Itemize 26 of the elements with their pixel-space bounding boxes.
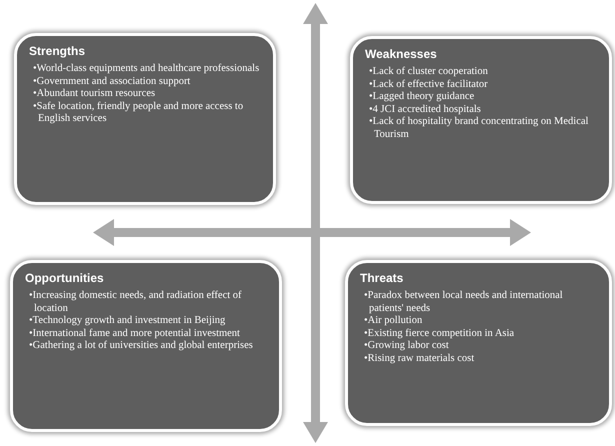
bullet-item: •Lagged theory guidance (369, 91, 476, 104)
quadrant-heading: Threats (360, 271, 404, 286)
bullet-item: •Government and association support (33, 76, 192, 88)
bullet-item: •Increasing domestic needs, and radiation effect of location (29, 290, 243, 315)
quadrant-box (345, 260, 612, 426)
bullet-item: •Abundant tourism resources (33, 88, 156, 100)
bullet-item: •Existing fierce competition in Asia (364, 328, 516, 340)
bullet-item: •Rising raw materials cost (364, 352, 476, 365)
quadrant-heading: Opportunities (25, 271, 105, 286)
bullet-item: •4 JCI accredited hospitals (369, 104, 482, 116)
bullet-item: •Growing labor cost (364, 340, 450, 352)
bullet-item: •Safe location, friendly people and more access to English services (33, 100, 244, 126)
quadrant-heading: Weaknesses (365, 47, 438, 62)
bullet-item: •Paradox between local needs and international patients' needs (364, 290, 564, 315)
bullet-item: •Lack of effective facilitator (369, 78, 489, 91)
quadrant-heading: Strengths (29, 44, 86, 59)
bullet-item: •Air pollution (364, 315, 424, 328)
bullet-item: •Gathering a lot of universities and global enterprises (29, 340, 254, 352)
bullet-item: •World-class equipments and healthcare professionals (33, 63, 260, 76)
bullet-item: •International fame and more potential investment (29, 328, 241, 340)
bullet-item: •Lack of hospitality brand concentrating on Medical Tourism (369, 116, 590, 141)
quadrant-box (350, 36, 612, 204)
quadrant-box (14, 33, 276, 205)
quadrant-box (10, 260, 282, 432)
bullet-item: •Lack of cluster cooperation (369, 66, 489, 78)
bullet-item: •Technology growth and investment in Beijing (29, 315, 226, 328)
